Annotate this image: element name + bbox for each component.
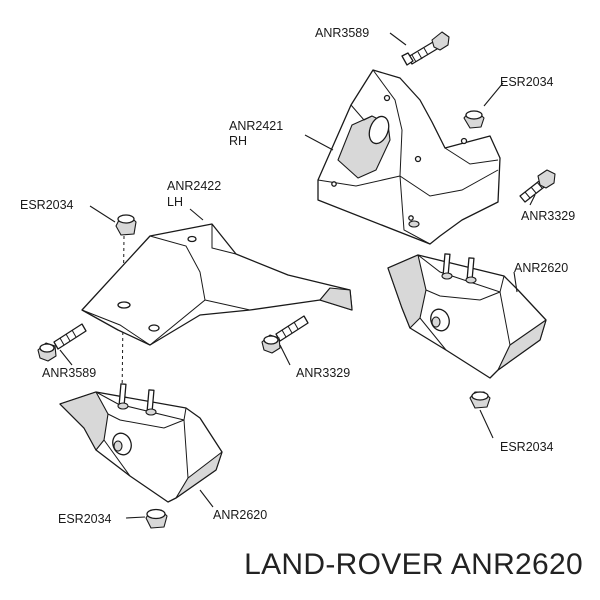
- bolt-left-anr3589: [37, 323, 87, 362]
- bracket-rh-anr2421: [317, 69, 501, 245]
- bolt-center-anr3329: [261, 315, 309, 354]
- label-left-mount: ANR2620: [213, 508, 267, 522]
- nut-esr2034-top-right: [463, 110, 485, 129]
- nut-esr2034-left-top: [115, 214, 137, 236]
- label-center-bolt: ANR3329: [296, 366, 350, 380]
- label-top-right-nut: ESR2034: [500, 75, 554, 89]
- label-right-bottom-nut: ESR2034: [500, 440, 554, 454]
- leader-lines: [59, 32, 536, 519]
- nut-esr2034-right-bottom: [469, 391, 491, 409]
- bracket-lh-anr2422: [81, 223, 353, 346]
- brand-caption: LAND-ROVER ANR2620: [244, 548, 583, 581]
- bolt-right-anr3329: [519, 169, 556, 203]
- mount-right-anr2620: [387, 253, 547, 379]
- label-rh-bracket-code: ANR2421: [229, 119, 283, 133]
- label-top-bolt: ANR3589: [315, 26, 369, 40]
- label-lh-bracket-side: LH: [167, 195, 183, 209]
- label-rh-bracket-side: RH: [229, 134, 247, 148]
- mount-left-anr2620: [59, 383, 223, 503]
- label-lh-bracket-code: ANR2422: [167, 179, 221, 193]
- nut-esr2034-left-bottom: [145, 508, 168, 529]
- bolt-top-anr3589: [401, 31, 450, 66]
- label-right-bolt: ANR3329: [521, 209, 575, 223]
- label-left-top-nut: ESR2034: [20, 198, 74, 212]
- label-right-mount: ANR2620: [514, 261, 568, 275]
- label-left-bottom-nut: ESR2034: [58, 512, 112, 526]
- label-left-bolt: ANR3589: [42, 366, 96, 380]
